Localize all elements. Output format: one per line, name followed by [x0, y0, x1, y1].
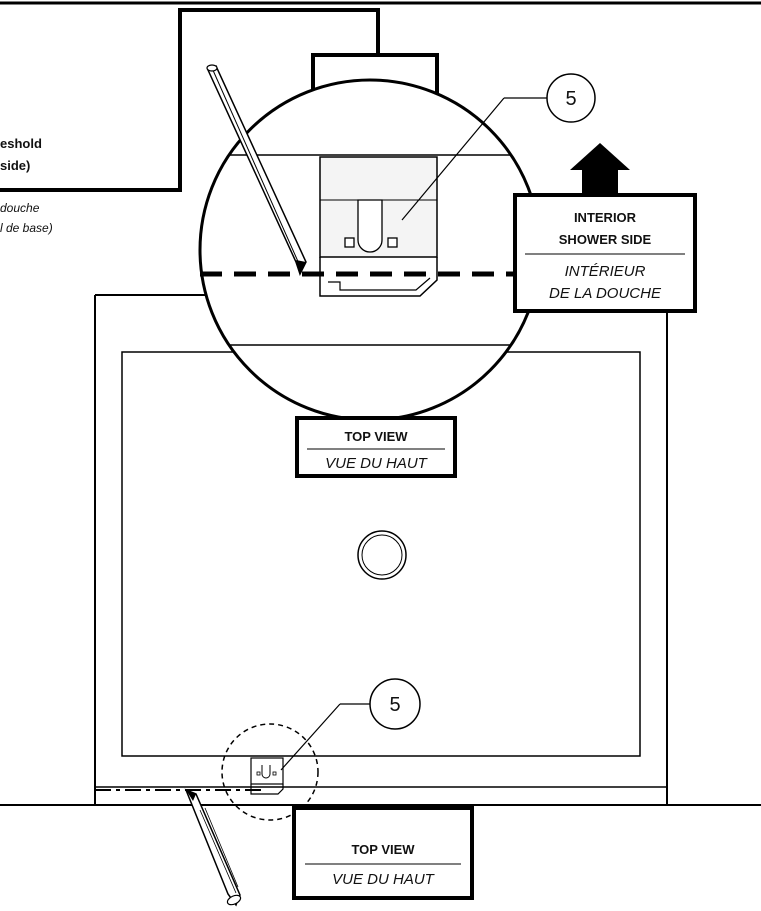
detail-locator-circle	[221, 723, 319, 821]
top-view-detail-fr: VUE DU HAUT	[325, 455, 429, 472]
drain-inner	[361, 534, 403, 576]
callout-leader-detail	[401, 97, 505, 221]
interior-label-en-2: SHOWER SIDE	[559, 232, 652, 247]
interior-label-en-1: INTERIOR	[574, 210, 637, 225]
drain-icon	[357, 530, 407, 580]
callout-circle-main	[369, 678, 421, 730]
interior-label-box	[513, 193, 697, 313]
top-view-detail-box	[295, 416, 457, 478]
bracket-hole-right	[387, 237, 398, 248]
threshold-leader-line	[0, 8, 380, 192]
shower-base-outline	[0, 280, 761, 806]
pencil-icon	[206, 64, 307, 276]
pencil-bottom-icon	[184, 788, 242, 907]
callout-number-detail: 5	[565, 88, 576, 110]
top-view-detail-en: TOP VIEW	[344, 429, 408, 444]
small-bracket-icon	[250, 757, 284, 795]
bracket-slot	[357, 199, 383, 253]
callout-leader-main	[280, 703, 341, 771]
bracket-foot	[319, 257, 438, 297]
interior-arrow-icon	[570, 143, 630, 195]
callout-circle-detail	[546, 73, 596, 123]
threshold-label-en-2: side)	[0, 158, 30, 173]
top-view-main-box	[292, 806, 474, 900]
interior-label-fr-1: INTÉRIEUR	[565, 263, 646, 280]
threshold-label-en-1: eshold	[0, 136, 42, 151]
threshold-label-fr-1: douche	[0, 201, 40, 215]
bracket-foot-inner	[328, 277, 431, 291]
top-view-main-en: TOP VIEW	[351, 842, 415, 857]
threshold-label-fr-2: l de base)	[0, 221, 53, 235]
interior-label-fr-2: DE LA DOUCHE	[549, 285, 662, 302]
bracket-hole-left	[344, 237, 355, 248]
top-view-main-fr: VUE DU HAUT	[332, 871, 436, 888]
callout-number-main: 5	[389, 694, 400, 716]
